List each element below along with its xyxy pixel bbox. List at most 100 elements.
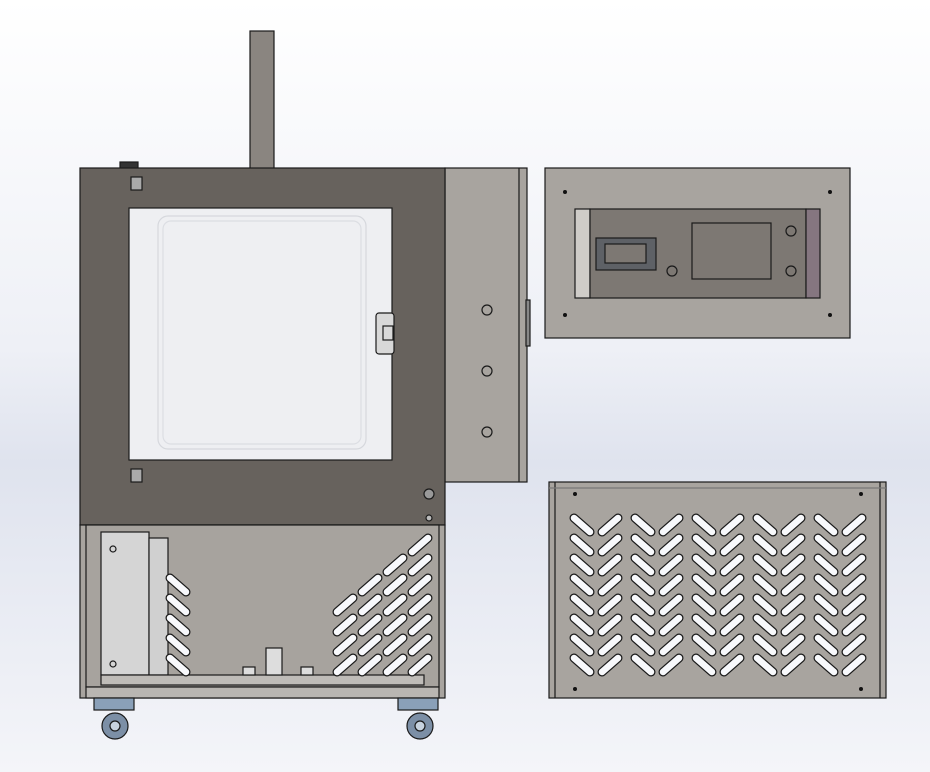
oven-knob[interactable] [423, 488, 435, 500]
vent-slot-fill [659, 634, 683, 656]
vent-slot-fill [659, 534, 683, 556]
vent-slot-fill [166, 574, 190, 596]
vent-slot-fill [570, 594, 594, 616]
hinge-top [130, 176, 143, 191]
vent-slot-fill [781, 634, 805, 656]
vent-slot-fill [720, 634, 744, 656]
vent-slot-fill [753, 534, 777, 556]
vent-slot-fill [383, 554, 407, 576]
display-screen [604, 243, 647, 264]
vent-slot-fill [842, 514, 866, 536]
vent-slot-fill [383, 574, 407, 596]
vent-panel-view [548, 481, 887, 699]
vent-slot-fill [598, 514, 622, 536]
vent-slot-fill [358, 654, 382, 676]
hinge-bottom [130, 468, 143, 483]
vent-slot-fill [383, 654, 407, 676]
vent-slot-fill [814, 534, 838, 556]
vent-slot-fill [659, 554, 683, 576]
vent-slot-fill [659, 654, 683, 676]
vent-slot-fill [659, 514, 683, 536]
vent-slot-fill [842, 614, 866, 636]
vent-slot-fill [692, 614, 716, 636]
vent-slot-fill [570, 574, 594, 596]
vent-slot-fill [659, 594, 683, 616]
vent-slot-fill [358, 594, 382, 616]
vent-slot-fill [570, 614, 594, 636]
vent-slot-fill [358, 574, 382, 596]
vent-slot-fill [383, 614, 407, 636]
button[interactable] [666, 265, 678, 277]
door-handle[interactable] [375, 312, 395, 355]
side-hole [481, 304, 493, 316]
vent-slot-fill [333, 654, 357, 676]
vent-slot-fill [842, 594, 866, 616]
vent-slot-fill [598, 554, 622, 576]
vent-slot-fill [166, 614, 190, 636]
vent-slot-fill [570, 554, 594, 576]
vent-slot-fill [598, 634, 622, 656]
control-panel-view [544, 167, 851, 339]
vent-slot-fill [692, 534, 716, 556]
vent-slot-fill [408, 634, 432, 656]
vent-slot-fill [720, 534, 744, 556]
side-box [444, 167, 528, 483]
vent-slot-fill [598, 574, 622, 596]
vent-slot-fill [570, 634, 594, 656]
vent-slot-fill [598, 654, 622, 676]
vent-slot-fill [166, 654, 190, 676]
vent-slot-fill [781, 574, 805, 596]
vent-slot-fill [408, 534, 432, 556]
vent-slot-fill [631, 534, 655, 556]
vent-slot-fill [692, 554, 716, 576]
vent-slot-fill [358, 634, 382, 656]
vent-slot-fill [720, 654, 744, 676]
vent-slot-fill [753, 554, 777, 576]
vent-slot-fill [720, 594, 744, 616]
button[interactable] [785, 225, 797, 237]
vent-slot-fill [781, 514, 805, 536]
vent-slot-fill [842, 634, 866, 656]
vent-slot-fill [333, 614, 357, 636]
vent-slot-fill [842, 554, 866, 576]
touch-screen[interactable] [691, 222, 772, 280]
vent-slot-fill [692, 594, 716, 616]
side-hole [481, 365, 493, 377]
vent-slot-fill [631, 614, 655, 636]
vent-slot-fill [720, 574, 744, 596]
vent-slot-fill [842, 654, 866, 676]
caster-left [93, 697, 135, 740]
vent-slot-fill [720, 614, 744, 636]
vent-slot-fill [166, 634, 190, 656]
vent-slot-fill [408, 594, 432, 616]
vent-slot-fill [659, 614, 683, 636]
vent-slot-fill [781, 654, 805, 676]
vent-slot-fill [753, 574, 777, 596]
button[interactable] [785, 265, 797, 277]
vent-slot-fill [781, 554, 805, 576]
side-hole [481, 426, 493, 438]
vent-slot-fill [408, 554, 432, 576]
vent-slot-fill [383, 634, 407, 656]
vent-slot-fill [598, 534, 622, 556]
caster-right [397, 697, 439, 740]
vent-slot-fill [692, 654, 716, 676]
vent-slot-fill [631, 634, 655, 656]
vent-slot-fill [383, 594, 407, 616]
vent-slot-fill [631, 554, 655, 576]
vent-slot-fill [781, 614, 805, 636]
vent-slot-fill [570, 534, 594, 556]
chimney [249, 30, 275, 170]
vent-slot-fill [720, 514, 744, 536]
vent-slot-fill [631, 594, 655, 616]
vent-slot-fill [814, 514, 838, 536]
vent-slot-fill [753, 514, 777, 536]
vent-slot-fill [753, 614, 777, 636]
vent-slot-fill [842, 534, 866, 556]
vent-slot-fill [631, 574, 655, 596]
vent-slot-fill [333, 594, 357, 616]
vent-slot-fill [692, 634, 716, 656]
vent-slot-fill [598, 594, 622, 616]
vent-slot-fill [692, 574, 716, 596]
vent-slot-fill [753, 594, 777, 616]
